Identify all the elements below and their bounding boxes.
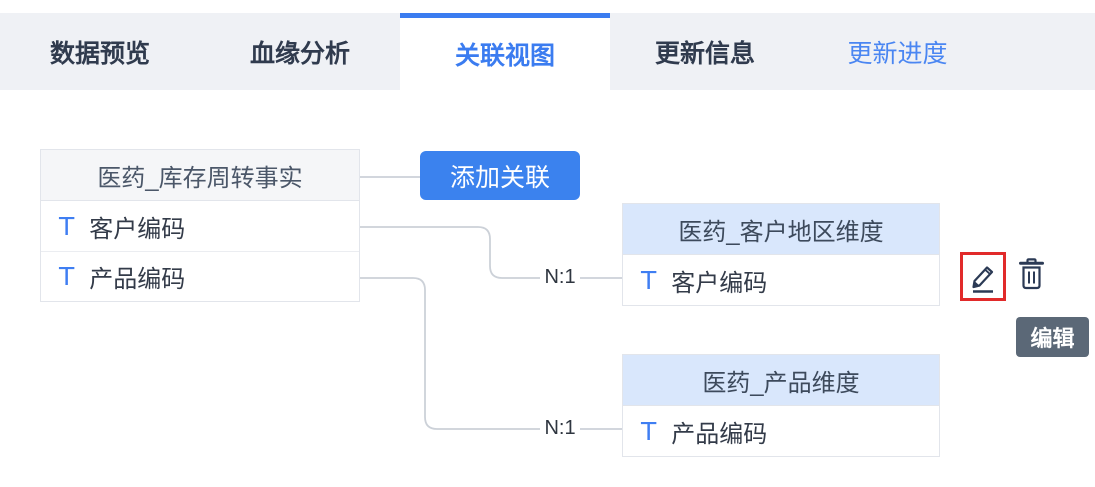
source-table-header: 医药_库存周转事实 <box>41 150 359 201</box>
source-field-row-product-code[interactable]: T 产品编码 <box>41 251 359 301</box>
tab-lineage-analysis[interactable]: 血缘分析 <box>200 13 400 90</box>
cardinality-label-product: N:1 <box>544 417 576 439</box>
tab-label: 更新进度 <box>847 39 948 68</box>
target-table-header: 医药_产品维度 <box>623 355 939 406</box>
target-table-card-customer-region: 医药_客户地区维度 T 客户编码 <box>622 203 940 306</box>
text-type-icon: T <box>641 416 657 446</box>
tab-label: 关联视图 <box>454 42 555 70</box>
field-name: 客户编码 <box>89 215 186 243</box>
tab-update-info[interactable]: 更新信息 <box>610 13 800 90</box>
tab-bar: 数据预览 血缘分析 关联视图 更新信息 更新进度 <box>0 13 1095 90</box>
target-field-row-product-code[interactable]: T 产品编码 <box>623 406 939 456</box>
target-field-row-customer-code[interactable]: T 客户编码 <box>623 255 939 305</box>
text-type-icon: T <box>59 262 75 291</box>
trash-icon[interactable] <box>1018 257 1045 292</box>
cardinality-label-customer: N:1 <box>544 266 576 288</box>
connector-lines <box>360 176 622 430</box>
field-name: 产品编码 <box>89 266 186 293</box>
edit-button-highlight-box <box>960 252 1006 301</box>
source-field-row-customer-code[interactable]: T 客户编码 <box>41 201 359 251</box>
field-name: 客户编码 <box>671 269 768 297</box>
tab-label: 更新信息 <box>654 39 755 68</box>
tab-association-view-active[interactable]: 关联视图 <box>400 13 610 90</box>
tab-data-preview[interactable]: 数据预览 <box>0 13 200 90</box>
tab-label: 数据预览 <box>49 39 150 68</box>
add-relation-button[interactable]: 添加关联 <box>420 151 580 200</box>
tab-update-progress[interactable]: 更新进度 <box>800 13 995 90</box>
target-table-card-product-dim: 医药_产品维度 T 产品编码 <box>622 354 940 457</box>
edit-tooltip: 编辑 <box>1016 317 1089 357</box>
source-table-card: 医药_库存周转事实 T 客户编码 T 产品编码 <box>40 149 360 302</box>
field-name: 产品编码 <box>671 420 768 448</box>
tab-label: 血缘分析 <box>249 39 350 68</box>
text-type-icon: T <box>641 265 657 295</box>
pencil-icon[interactable] <box>967 259 999 295</box>
relation-canvas: 医药_库存周转事实 T 客户编码 T 产品编码 添加关联 N:1 N:1 医药_… <box>0 90 1095 487</box>
target-table-header: 医药_客户地区维度 <box>623 204 939 255</box>
text-type-icon: T <box>59 211 75 241</box>
